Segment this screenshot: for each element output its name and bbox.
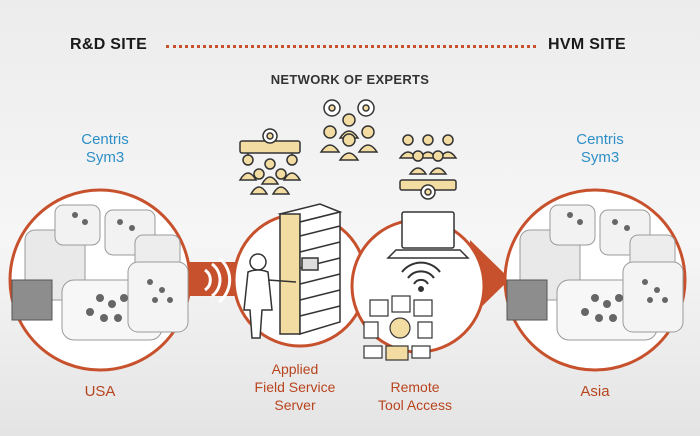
expert-team-icon: [398, 134, 458, 200]
server-rack-icon: [277, 203, 343, 336]
right-tool-label: Centris Sym3: [576, 131, 624, 166]
server-label-line1: Applied: [271, 361, 319, 377]
network-title: NETWORK OF EXPERTS: [270, 72, 430, 87]
site-connector-dots: [166, 45, 536, 48]
laptop-icon: [386, 211, 470, 259]
asia-label: Asia: [580, 383, 610, 400]
hvm-site-label: HVM SITE: [548, 36, 626, 53]
server-label-line2: Field Service: [254, 379, 336, 395]
remote-label-line2: Tool Access: [378, 397, 452, 413]
wifi-signal-icon: [204, 256, 232, 304]
rd-site-label: R&D SITE: [70, 36, 148, 53]
usa-label: USA: [84, 383, 116, 400]
technician-icon: [243, 253, 297, 339]
expert-gears-icon: [319, 99, 379, 161]
right-tool-image: [506, 204, 684, 341]
server-label: Applied Field Service Server: [240, 360, 350, 414]
tool-layout-icon: [363, 295, 433, 361]
left-tool-label: Centris Sym3: [81, 131, 129, 166]
server-label-line3: Server: [274, 397, 316, 413]
wifi-icon: [401, 261, 441, 292]
expert-group-icon: [238, 128, 302, 195]
remote-label: Remote Tool Access: [360, 378, 470, 414]
remote-label-line1: Remote: [390, 379, 440, 395]
left-tool-image: [11, 204, 189, 341]
